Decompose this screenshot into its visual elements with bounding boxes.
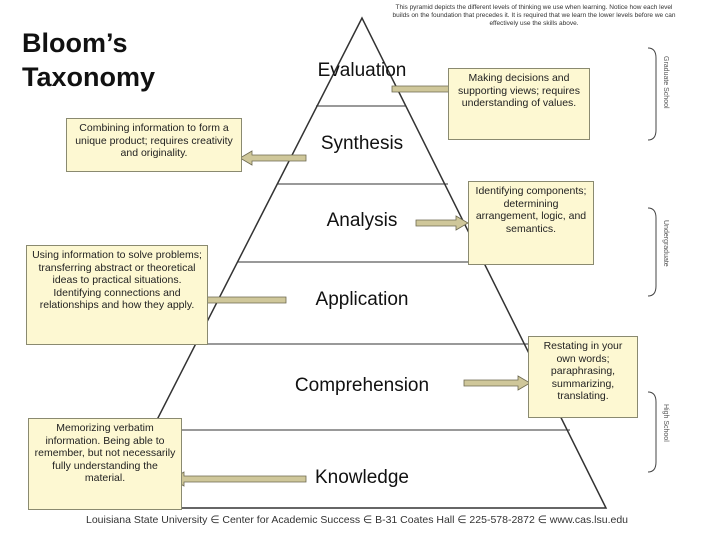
arrow-comprehension <box>463 375 531 391</box>
side-label-undergraduate: Undergraduate <box>662 220 669 267</box>
desc-synthesis: Combining information to form a unique p… <box>66 118 242 172</box>
title-line-2: Taxonomy <box>22 62 156 92</box>
desc-comprehension: Restating in your own words; paraphrasin… <box>528 336 638 418</box>
desc-application: Using information to solve problems; tra… <box>26 245 208 345</box>
side-label-graduate: Graduate School <box>662 56 669 109</box>
level-synthesis: Synthesis <box>320 133 404 154</box>
desc-analysis: Identifying components; determining arra… <box>468 181 594 265</box>
desc-evaluation: Making decisions and supporting views; r… <box>448 68 590 140</box>
pyramid-note: This pyramid depicts the different level… <box>392 4 676 27</box>
side-label-highschool: High School <box>662 404 669 442</box>
level-knowledge: Knowledge <box>314 467 410 488</box>
bracket-highschool <box>647 391 657 473</box>
level-analysis: Analysis <box>326 210 398 231</box>
bracket-graduate <box>647 47 657 141</box>
level-application: Application <box>315 289 409 310</box>
diagram-title: Bloom’s Taxonomy <box>22 26 155 94</box>
footer-credit: Louisiana State University ∈ Center for … <box>86 514 629 526</box>
level-evaluation: Evaluation <box>317 60 407 81</box>
desc-knowledge: Memorizing verbatim information. Being a… <box>28 418 182 510</box>
bracket-undergraduate <box>647 207 657 297</box>
title-line-1: Bloom’s <box>22 28 128 58</box>
arrow-analysis <box>415 215 469 231</box>
arrow-synthesis <box>239 150 307 166</box>
level-comprehension: Comprehension <box>294 375 430 396</box>
